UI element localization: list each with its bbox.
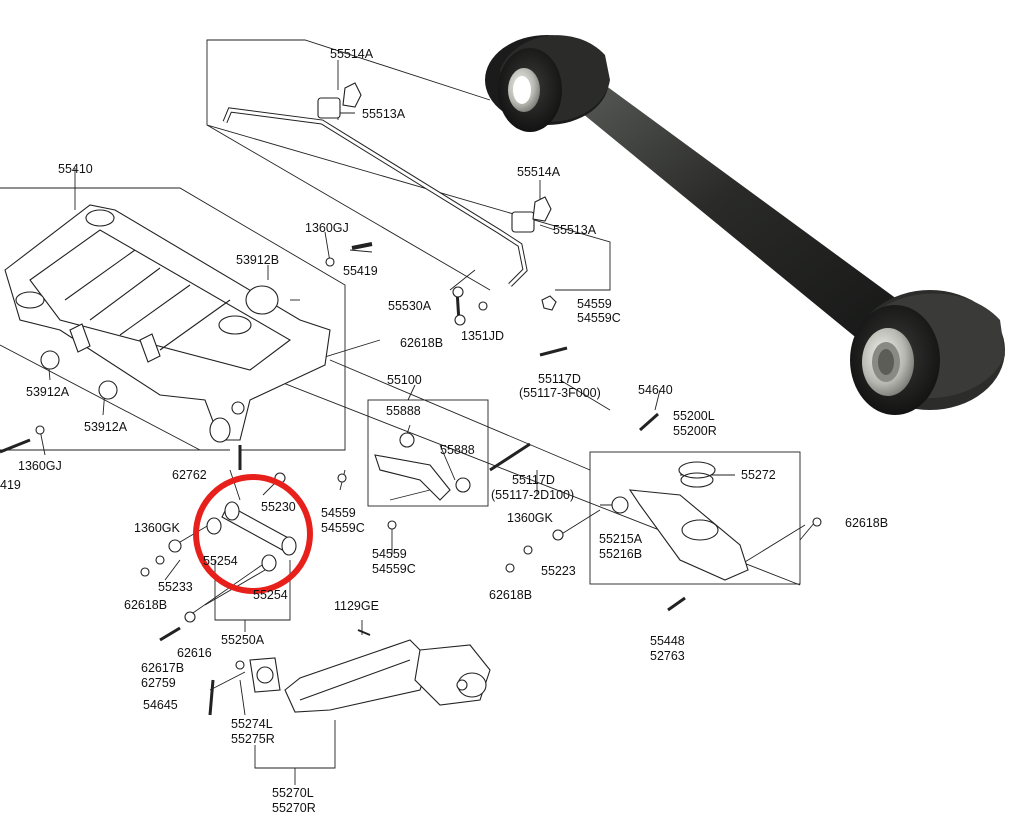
- part-label: 1360GJ: [18, 459, 62, 473]
- part-label: 55254: [203, 554, 238, 568]
- part-label: 54559C: [577, 311, 621, 325]
- part-label: 55117D: [538, 372, 581, 386]
- highlight-circle: [193, 474, 313, 594]
- part-label: 55513A: [553, 223, 597, 237]
- part-label: 54559C: [372, 562, 416, 576]
- part-label: 62618B: [124, 598, 168, 612]
- part-label: 55270L: [272, 786, 314, 800]
- part-label: 1129GE: [334, 599, 379, 613]
- part-label: 1360GK: [507, 511, 553, 525]
- part-label: 55200R: [673, 424, 717, 438]
- part-label: 54559C: [321, 521, 365, 535]
- part-label: 55223: [541, 564, 576, 578]
- part-label: 1360GJ: [305, 221, 349, 235]
- part-label: 62759: [141, 676, 176, 690]
- part-label: 52763: [650, 649, 685, 663]
- crossmember: [0, 204, 373, 470]
- trailing-arm-55270: [208, 629, 491, 716]
- part-label: (55117-3F000): [519, 386, 601, 400]
- part-label: 53912A: [84, 420, 128, 434]
- part-label: 62617B: [141, 661, 185, 675]
- part-label: 55100: [387, 373, 422, 387]
- part-label: 55514A: [330, 47, 374, 61]
- part-label: 55274L: [231, 717, 273, 731]
- part-label: 55215A: [599, 532, 643, 546]
- part-label: 62616: [177, 646, 212, 660]
- part-label: 1351JD: [461, 329, 505, 343]
- part-label: 55216B: [599, 547, 643, 561]
- part-label: 419: [0, 478, 21, 492]
- stabilizer-bar: [222, 82, 557, 326]
- part-label: 55270R: [272, 801, 316, 815]
- part-label: 54559: [577, 297, 612, 311]
- part-label: 55410: [58, 162, 93, 176]
- part-label: 55272: [741, 468, 776, 482]
- lower-arm-55200: [505, 412, 822, 612]
- part-label: 54559: [321, 506, 356, 520]
- part-label: 55888: [386, 404, 421, 418]
- part-label: 53912B: [236, 253, 280, 267]
- part-label: 54559: [372, 547, 407, 561]
- part-label: 54640: [638, 383, 673, 397]
- part-label: (55117-2D100): [491, 488, 575, 502]
- part-label: 62618B: [400, 336, 444, 350]
- part-label: 55888: [440, 443, 475, 457]
- lateral-arm-55250A: [140, 472, 297, 642]
- part-label: 55275R: [231, 732, 275, 746]
- part-label: 55254: [253, 588, 288, 602]
- part-label: 55117D: [512, 473, 555, 487]
- part-label: 55513A: [362, 107, 406, 121]
- part-label: 55250A: [221, 633, 265, 647]
- part-label: 55419: [343, 264, 378, 278]
- part-label: 62618B: [845, 516, 889, 530]
- part-label: 55233: [158, 580, 193, 594]
- part-label: 55200L: [673, 409, 715, 423]
- part-label: 62618B: [489, 588, 533, 602]
- control-arm-photo: [485, 35, 1005, 415]
- part-label: 54645: [143, 698, 178, 712]
- part-label: 55448: [650, 634, 685, 648]
- part-label: 55230: [261, 500, 296, 514]
- part-label: 62762: [172, 468, 207, 482]
- upper-arm-55100: [337, 346, 568, 530]
- part-label: 55530A: [388, 299, 432, 313]
- part-label: 1360GK: [134, 521, 180, 535]
- part-label: 55514A: [517, 165, 561, 179]
- part-label: 53912A: [26, 385, 70, 399]
